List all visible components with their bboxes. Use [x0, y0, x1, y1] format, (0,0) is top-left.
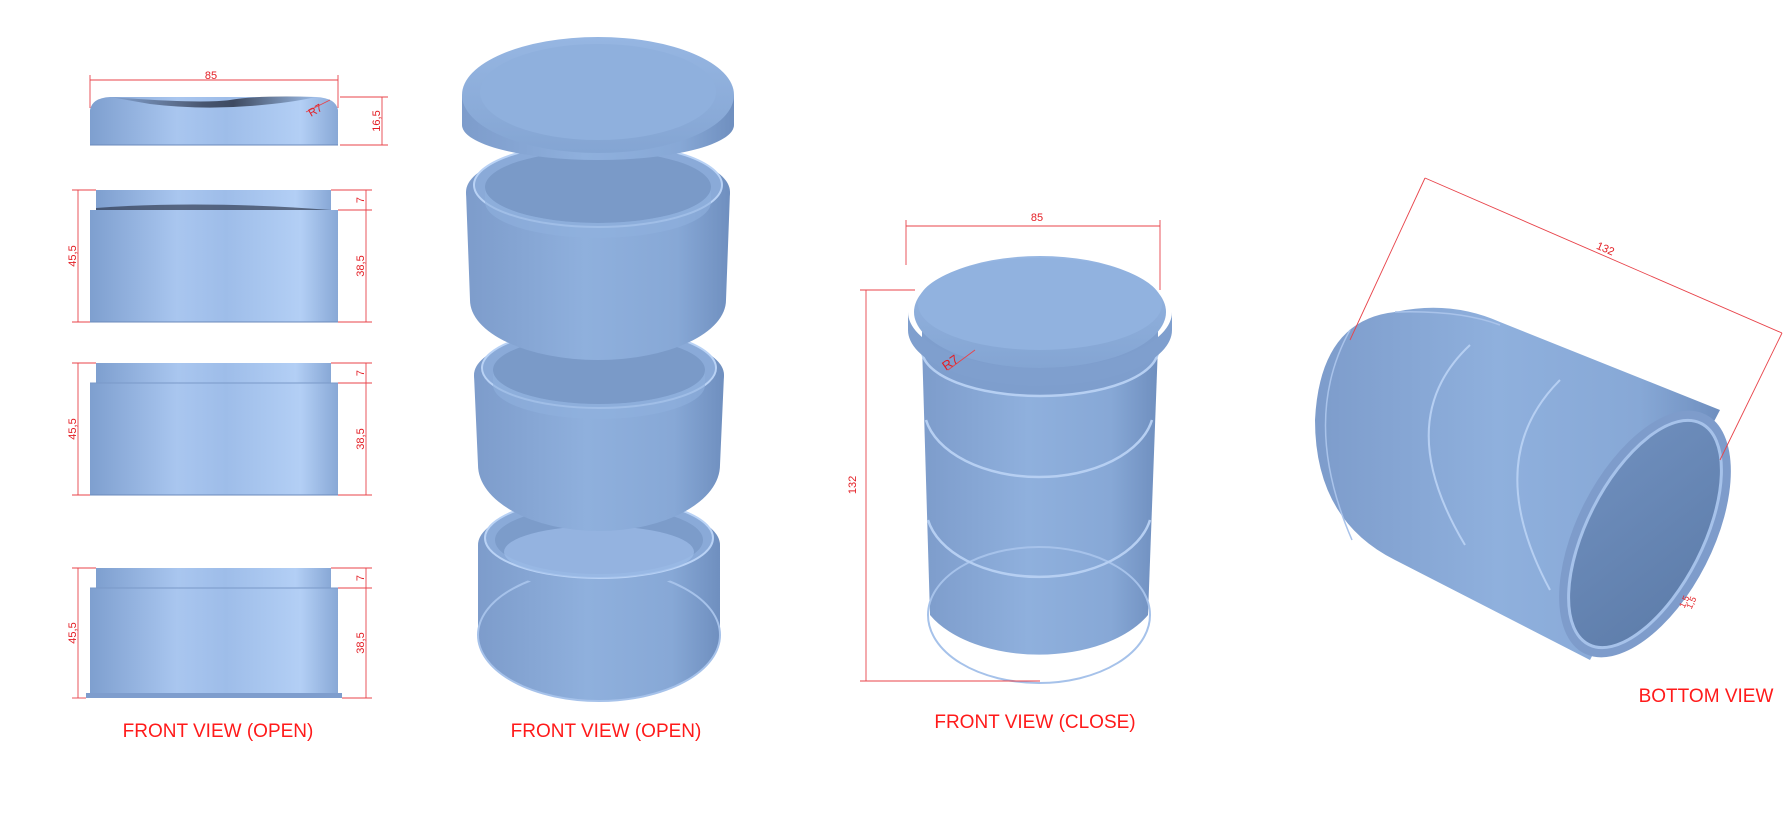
bottom-rim-label-a: 1,5 — [1677, 594, 1691, 610]
lid-part — [90, 96, 338, 146]
perspective-open-view: FRONT VIEW (OPEN) — [462, 37, 734, 742]
caption-bottom: BOTTOM VIEW — [1639, 686, 1774, 707]
tier-1-height-label: 45,5 — [67, 245, 79, 266]
bottom-length-label: 132 — [1594, 240, 1616, 258]
persp-middle-tier — [474, 327, 724, 531]
dimension-lines — [72, 75, 388, 699]
closed-height-label: 132 — [847, 476, 859, 494]
lid-height-label: 16,5 — [371, 110, 383, 131]
tier-3-body-label: 38,5 — [355, 632, 367, 653]
caption-front-close: FRONT VIEW (CLOSE) — [934, 712, 1135, 733]
tier-1-body-label: 38,5 — [355, 255, 367, 276]
closed-dimension-lines — [860, 220, 1161, 682]
caption-front-open-1: FRONT VIEW (OPEN) — [123, 721, 314, 742]
bottom-view: 132 1,5 1,5 BOTTOM VIEW — [1315, 177, 1783, 707]
tier-3-rim-label: 7 — [355, 575, 367, 581]
caption-front-open-2: FRONT VIEW (OPEN) — [511, 721, 702, 742]
persp-lid — [462, 37, 734, 160]
tier-1-part — [90, 190, 338, 323]
tier-1-rim-label: 7 — [355, 197, 367, 203]
lid-width-label: 85 — [205, 70, 217, 82]
persp-top-tier — [466, 142, 730, 360]
tier-3-part — [86, 568, 342, 698]
tier-2-height-label: 45,5 — [67, 418, 79, 439]
tier-3-height-label: 45,5 — [67, 622, 79, 643]
bottom-rim-label-b: 1,5 — [1684, 595, 1698, 611]
bottom-dimension-lines — [1349, 177, 1783, 461]
tier-2-body-label: 38,5 — [355, 428, 367, 449]
closed-width-label: 85 — [1031, 212, 1043, 224]
orthographic-open-view: 85 16,5 R7 45,5 7 38,5 45,5 7 38,5 45,5 … — [67, 70, 388, 742]
closed-view: 85 132 R7 FRONT VIEW (CLOSE) — [847, 212, 1172, 733]
tier-2-rim-label: 7 — [355, 370, 367, 376]
tier-2-part — [90, 363, 338, 496]
